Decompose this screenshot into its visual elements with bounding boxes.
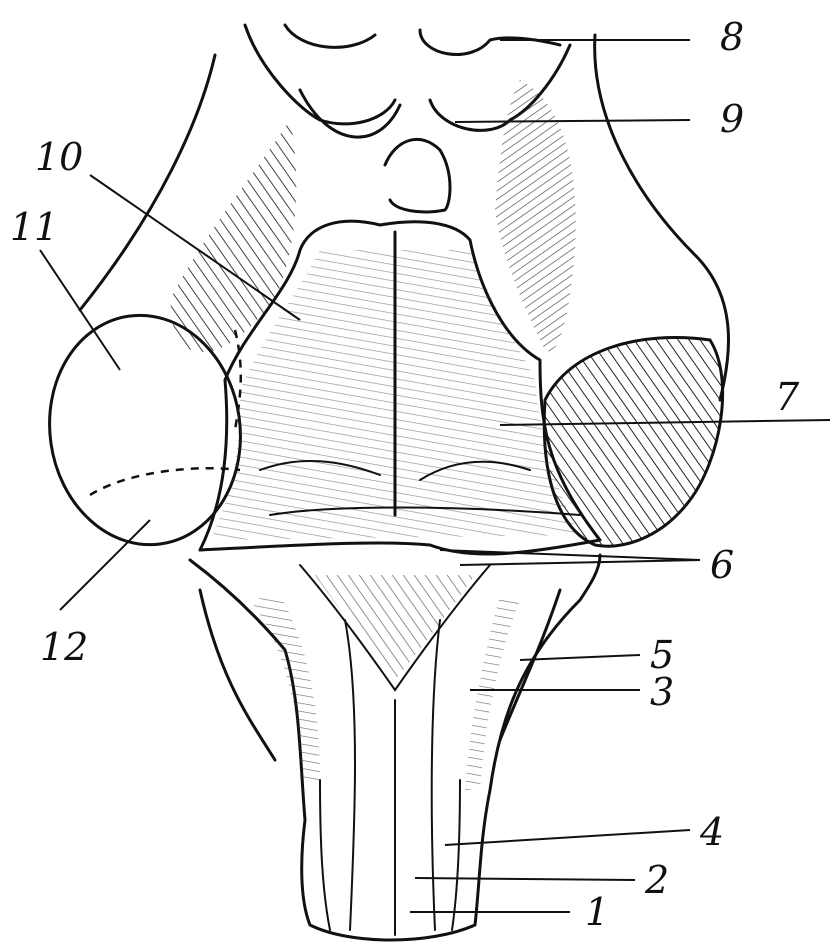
leader-line-5 bbox=[520, 655, 640, 660]
leader-line-6b bbox=[460, 560, 700, 565]
medulla-oblongata bbox=[190, 555, 600, 940]
label-6: 6 bbox=[710, 543, 734, 587]
label-8: 8 bbox=[720, 15, 744, 59]
leader-line-2 bbox=[415, 878, 635, 880]
leader-line-11 bbox=[40, 250, 120, 370]
label-10: 10 bbox=[35, 135, 83, 179]
label-12: 12 bbox=[40, 625, 88, 669]
label-1: 1 bbox=[585, 890, 609, 934]
leader-line-9 bbox=[455, 120, 690, 122]
label-7: 7 bbox=[775, 375, 800, 419]
hatching-left-thalamus bbox=[170, 120, 296, 352]
label-4: 4 bbox=[699, 810, 724, 854]
label-2: 2 bbox=[644, 858, 669, 902]
label-9: 9 bbox=[720, 97, 744, 141]
label-11: 11 bbox=[10, 205, 58, 249]
label-5: 5 bbox=[650, 633, 674, 677]
leader-line-12 bbox=[60, 520, 150, 610]
